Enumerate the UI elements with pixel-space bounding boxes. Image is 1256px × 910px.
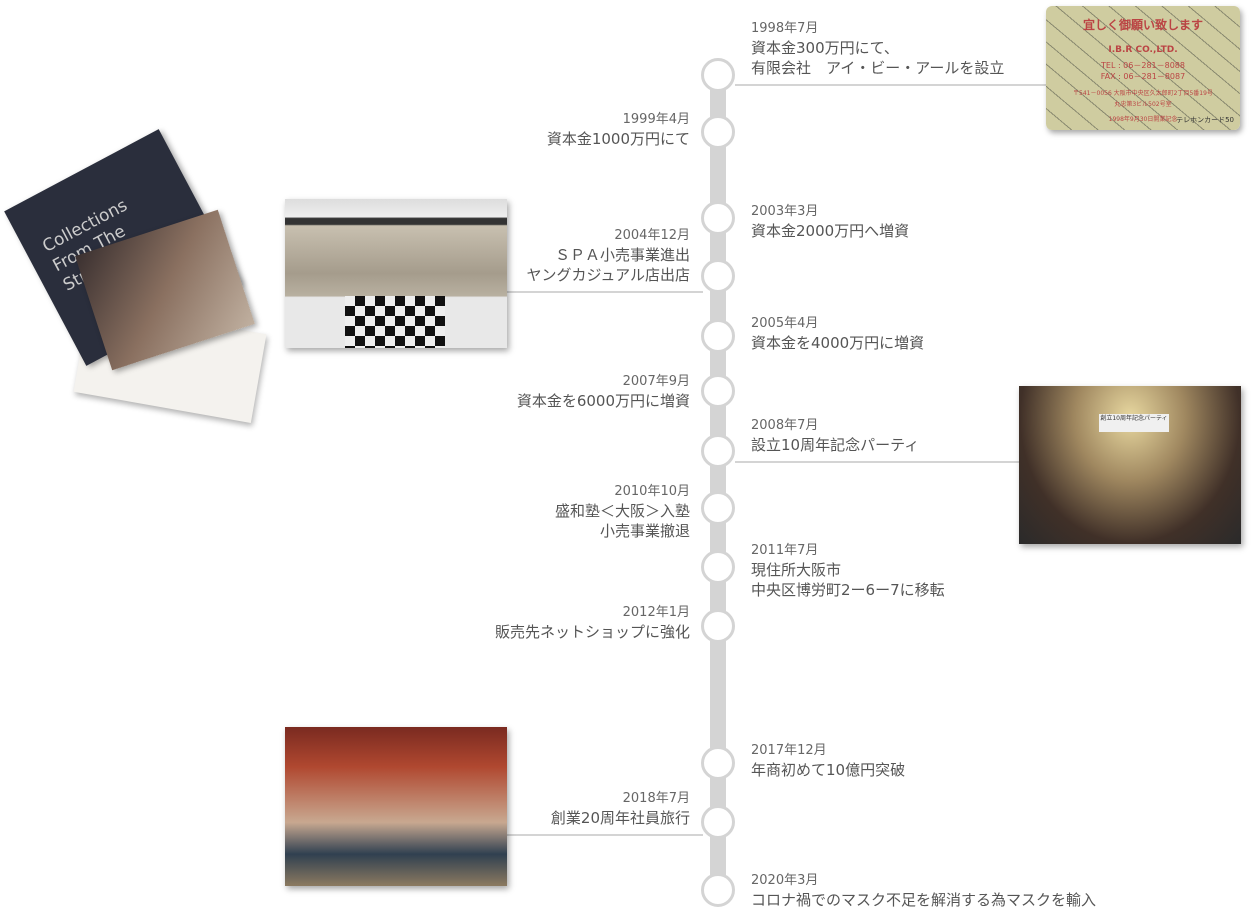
event-2008: 2008年7月設立10周年記念パーティ <box>751 416 919 455</box>
event-date: 2007年9月 <box>622 374 690 389</box>
party-photo: 創立10周年記念パーティ <box>1019 386 1241 544</box>
timeline-dot <box>701 550 735 584</box>
event-text: 資本金を6000万円に増資 <box>516 392 690 410</box>
event-date: 1999年4月 <box>622 112 690 127</box>
card-brand: テレホンカード50 <box>1176 116 1234 124</box>
event-text: コロナ禍でのマスク不足を解消する為マスクを輸入 <box>751 891 1097 909</box>
connector <box>507 834 703 836</box>
event-1999: 1999年4月資本金1000万円にて <box>547 110 690 149</box>
event-text: 資本金を4000万円に増資 <box>751 334 925 352</box>
connector <box>735 84 1046 86</box>
timeline-dot <box>701 491 735 525</box>
event-date: 2011年7月 <box>751 543 819 558</box>
event-2005: 2005年4月資本金を4000万円に増資 <box>751 314 924 353</box>
timeline-dot <box>701 58 735 92</box>
card-address: 〒541－0056 大阪市中央区久太郎町2丁目5番19号 <box>1073 90 1213 97</box>
event-2017: 2017年12月年商初めて10億円突破 <box>751 741 905 780</box>
event-date: 2008年7月 <box>751 418 819 433</box>
event-2011: 2011年7月現住所大阪市中央区博労町2ー6ー7に移転 <box>751 541 945 600</box>
event-2018: 2018年7月創業20周年社員旅行 <box>551 789 690 828</box>
event-text: 年商初めて10億円突破 <box>751 761 906 779</box>
event-2010: 2010年10月盛和塾＜大阪＞入塾小売事業撤退 <box>555 482 690 541</box>
connector <box>735 461 1019 463</box>
card-tel: TEL : 06－281－8088 <box>1101 61 1185 70</box>
timeline-dot <box>701 201 735 235</box>
event-text: 設立10周年記念パーティ <box>751 436 920 454</box>
event-2012: 2012年1月販売先ネットショップに強化 <box>495 603 690 642</box>
event-date: 2003年3月 <box>751 204 819 219</box>
timeline-dot <box>701 319 735 353</box>
card-building: 丸忠第3ビル502号室 <box>1114 101 1172 108</box>
event-date: 2010年10月 <box>614 484 690 499</box>
timeline-dot <box>701 746 735 780</box>
event-1998: 1998年7月資本金300万円にて、有限会社 アイ・ビー・アールを設立 <box>751 19 1004 78</box>
event-text: 資本金2000万円へ増資 <box>751 222 910 240</box>
telephone-card-image: 宜しく御願い致します I.B.R CO.,LTD. TEL : 06－281－8… <box>1046 6 1240 130</box>
trip-photo <box>285 727 507 886</box>
card-note: 1998年9月30日開業記念 <box>1108 116 1178 123</box>
event-date: 2012年1月 <box>622 605 690 620</box>
event-text: 盛和塾＜大阪＞入塾 <box>554 502 690 520</box>
party-sign: 創立10周年記念パーティ <box>1099 414 1169 432</box>
event-date: 2017年12月 <box>751 743 827 758</box>
event-2004: 2004年12月 ＳＰＡ小売事業進出ヤングカジュアル店出店 <box>526 226 690 285</box>
event-text: ヤングカジュアル店出店 <box>526 266 690 284</box>
event-text: 小売事業撤退 <box>599 522 690 540</box>
checkered-floor <box>345 296 445 348</box>
card-company: I.B.R CO.,LTD. <box>1108 45 1178 55</box>
event-text: 販売先ネットショップに強化 <box>494 623 690 641</box>
event-text: ＳＰＡ小売事業進出 <box>554 246 690 264</box>
event-text: 資本金1000万円にて <box>546 130 690 148</box>
timeline-dot <box>701 434 735 468</box>
event-text: 現住所大阪市 <box>751 561 842 579</box>
event-date: 2018年7月 <box>622 791 690 806</box>
event-date: 2020年3月 <box>751 873 819 888</box>
event-date: 1998年7月 <box>751 21 819 36</box>
event-text: 有限会社 アイ・ビー・アールを設立 <box>751 59 1005 77</box>
timeline-dot <box>701 805 735 839</box>
event-2003: 2003年3月資本金2000万円へ増資 <box>751 202 909 241</box>
connector <box>507 291 703 293</box>
event-text: 中央区博労町2ー6ー7に移転 <box>751 581 945 599</box>
store-photo <box>285 199 507 348</box>
event-text: 資本金300万円にて、 <box>751 39 899 57</box>
card-fax: FAX : 06－281－8087 <box>1100 72 1186 81</box>
event-date: 2004年12月 <box>614 228 690 243</box>
timeline-dot <box>701 115 735 149</box>
event-2020: 2020年3月コロナ禍でのマスク不足を解消する為マスクを輸入 <box>751 871 1096 910</box>
timeline-dot <box>701 873 735 907</box>
event-text: 創業20周年社員旅行 <box>550 809 690 827</box>
event-2007: 2007年9月資本金を6000万円に増資 <box>517 372 690 411</box>
card-greeting: 宜しく御願い致します <box>1082 18 1203 32</box>
timeline-dot <box>701 259 735 293</box>
timeline-dot <box>701 609 735 643</box>
event-date: 2005年4月 <box>751 316 819 331</box>
timeline-dot <box>701 374 735 408</box>
